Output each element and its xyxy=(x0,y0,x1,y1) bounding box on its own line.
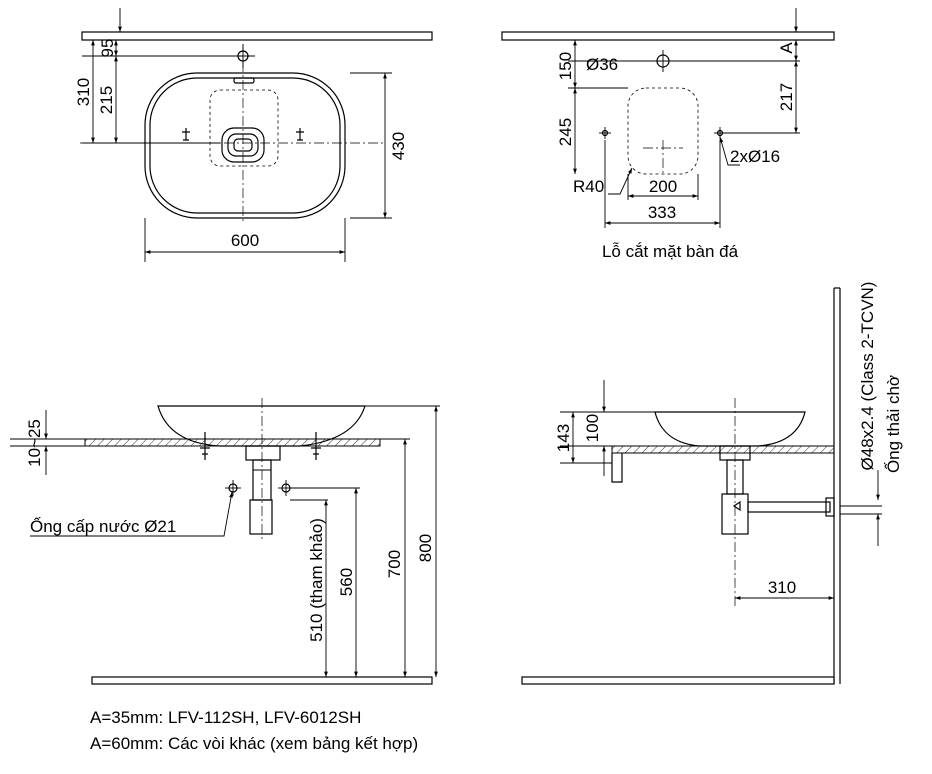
front-waste-pipe xyxy=(245,445,281,535)
dim-200: 200 xyxy=(649,177,677,196)
dim-2x16: 2xØ16 xyxy=(730,147,780,166)
basin-side xyxy=(654,411,806,447)
dim-310-top: 310 xyxy=(74,78,93,106)
faucet-zone-outline xyxy=(209,89,279,167)
bolt-hole-left xyxy=(599,127,611,139)
cutout-view: A 150 Ø36 217 245 2xØ16 R40 200 333 Lỗ c… xyxy=(501,8,835,261)
side-view: 143 100 310 Ø48x2.4 (Class 2-TCVN) Ống t… xyxy=(521,282,903,685)
dim-A: A xyxy=(777,42,796,54)
basin-outline xyxy=(144,72,346,219)
dim-150: 150 xyxy=(556,52,575,80)
supply-pipe-label: Ống cấp nước Ø21 xyxy=(30,516,176,536)
dim-95: 95 xyxy=(98,39,117,58)
note-line-1: A=35mm: LFV-112SH, LFV-6012SH xyxy=(90,708,362,727)
faucet-hole-cutout xyxy=(652,50,674,72)
dim-100: 100 xyxy=(583,414,602,442)
anchor-bolt-left xyxy=(182,128,190,141)
drain-pipe-label: Ống thải chờ xyxy=(883,375,903,473)
pipe-spec-label: Ø48x2.4 (Class 2-TCVN) xyxy=(858,282,877,471)
dim-510: 510 (tham khảo) xyxy=(307,518,326,642)
countertop-cutout xyxy=(501,31,835,41)
support-bracket xyxy=(611,453,623,483)
dim-245: 245 xyxy=(556,118,575,146)
basin-front xyxy=(157,405,366,447)
floor-front xyxy=(91,676,433,685)
countertop-plan xyxy=(81,31,433,41)
front-view: 10~25 510 (tham khảo) 560 700 800 Ống cấ… xyxy=(10,398,440,685)
dim-R40: R40 xyxy=(573,177,604,196)
anchor-bolt-right xyxy=(296,128,304,141)
counter-slab-front xyxy=(84,438,381,447)
dim-560: 560 xyxy=(337,568,356,596)
dim-10-25: 10~25 xyxy=(25,419,44,467)
counter-slab-side xyxy=(611,445,835,454)
dim-600: 600 xyxy=(231,231,259,250)
note-line-2: A=60mm: Các vòi khác (xem bảng kết hợp) xyxy=(90,734,419,753)
front-bolts xyxy=(200,432,321,460)
dim-800: 800 xyxy=(416,534,435,562)
dim-143: 143 xyxy=(554,424,573,452)
dim-215: 215 xyxy=(97,86,116,114)
side-waste-pipe xyxy=(719,445,835,535)
dim-430: 430 xyxy=(389,132,408,160)
cutout-caption: Lỗ cắt mặt bàn đá xyxy=(602,242,739,261)
dim-700: 700 xyxy=(385,550,404,578)
dim-310-side: 310 xyxy=(768,578,796,597)
cutout-opening xyxy=(627,87,699,175)
overflow-slot xyxy=(233,77,255,84)
top-view: 95 310 215 430 600 xyxy=(74,8,433,262)
dim-diameter-36: Ø36 xyxy=(586,55,618,74)
supply-valve-left xyxy=(225,480,241,496)
dim-217: 217 xyxy=(777,83,796,111)
floor-side xyxy=(521,676,835,685)
dim-333: 333 xyxy=(648,203,676,222)
